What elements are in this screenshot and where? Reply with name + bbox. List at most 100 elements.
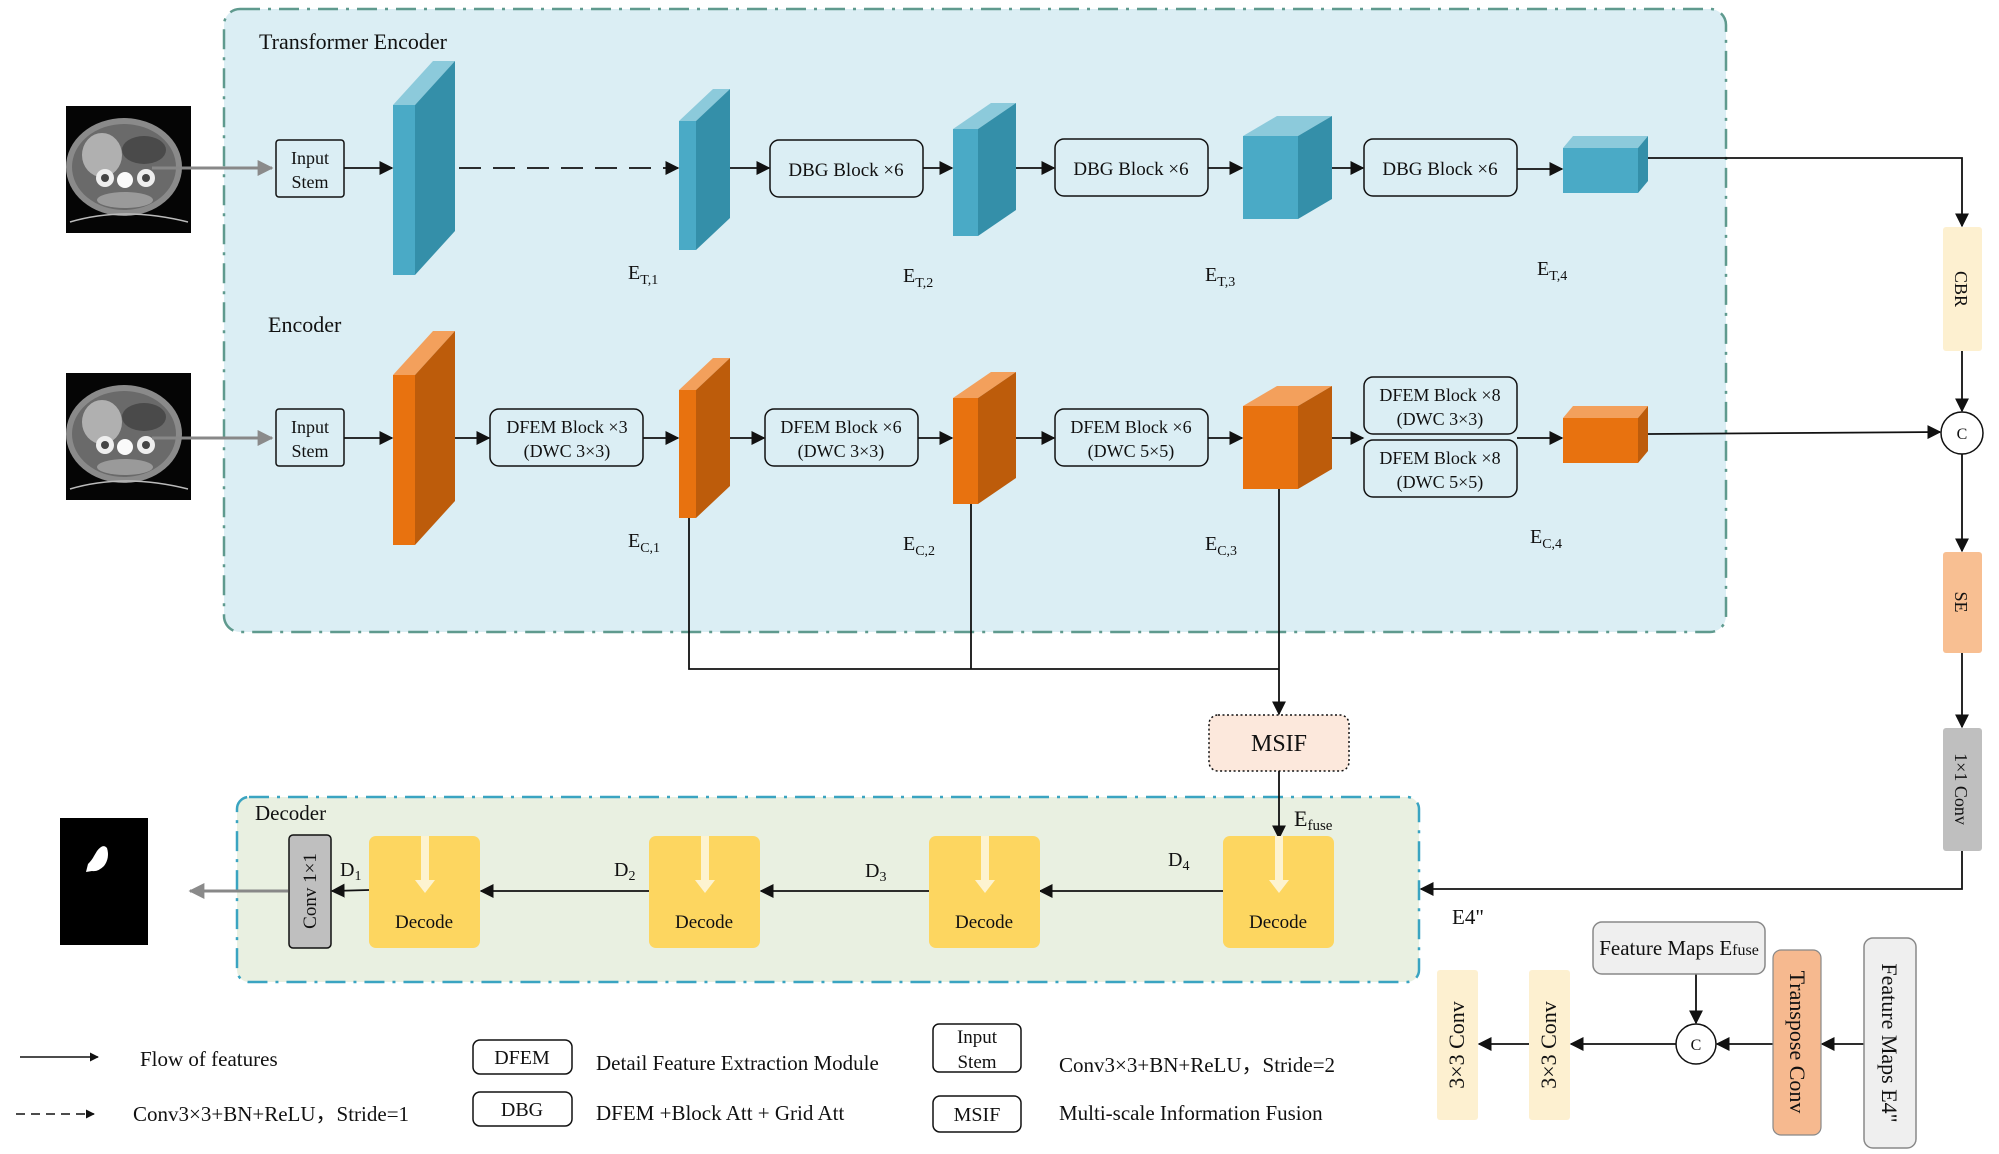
svg-text:MSIF: MSIF xyxy=(954,1104,1001,1126)
concat-node-bottom: C xyxy=(1675,1023,1717,1065)
svg-text:EC,3: EC,3 xyxy=(1205,533,1237,559)
legend-dashed-text: Conv3×3+BN+ReLU，Stride=1 xyxy=(133,1102,409,1126)
label-ec2: EC,2 xyxy=(903,533,935,559)
svg-text:(DWC 5×5): (DWC 5×5) xyxy=(1397,472,1484,493)
conv3x3-block-a: 3×3 Conv xyxy=(1437,970,1478,1120)
svg-text:C: C xyxy=(1957,426,1968,443)
svg-text:Feature Maps E4": Feature Maps E4" xyxy=(1877,963,1902,1122)
label-et3: ET,3 xyxy=(1205,264,1235,290)
dfem-block-2: DFEM Block ×6 (DWC 3×3) xyxy=(764,408,919,467)
legend-solid-text: Flow of features xyxy=(140,1047,278,1071)
feature-maps-e4-box: Feature Maps E4" xyxy=(1863,937,1917,1149)
feature-map-et1 xyxy=(679,89,730,250)
svg-text:Detail Feature Extraction Modu: Detail Feature Extraction Module xyxy=(596,1051,879,1075)
svg-text:(DWC 3×3): (DWC 3×3) xyxy=(1397,409,1484,430)
svg-text:DBG: DBG xyxy=(501,1099,543,1121)
cbr-block: CBR xyxy=(1943,227,1982,351)
label-et2: ET,2 xyxy=(903,265,933,291)
svg-text:DBG Block ×6: DBG Block ×6 xyxy=(1073,159,1188,180)
svg-text:DBG Block ×6: DBG Block ×6 xyxy=(1382,159,1497,180)
svg-text:D4: D4 xyxy=(1168,849,1189,874)
svg-text:(DWC 3×3): (DWC 3×3) xyxy=(524,441,611,462)
dfem-block-1: DFEM Block ×3 (DWC 3×3) xyxy=(489,408,644,467)
concat-node-top: C xyxy=(1940,411,1984,455)
arrow-conv-decoder xyxy=(1419,851,1963,896)
dfem-block-3: DFEM Block ×6 (DWC 5×5) xyxy=(1054,408,1209,467)
skip-ec1 xyxy=(688,518,1279,670)
label-et1: ET,1 xyxy=(628,262,658,288)
conv3x3-block-b: 3×3 Conv xyxy=(1529,970,1570,1120)
transpose-conv-block: Transpose Conv xyxy=(1772,949,1822,1136)
feature-map-ec1 xyxy=(679,358,730,518)
svg-text:ET,3: ET,3 xyxy=(1205,264,1235,290)
svg-text:Multi-scale Information Fusion: Multi-scale Information Fusion xyxy=(1059,1101,1323,1125)
decode-block-1: Decode xyxy=(369,836,480,948)
svg-text:EC,4: EC,4 xyxy=(1530,526,1562,552)
svg-text:Stem: Stem xyxy=(291,441,328,461)
svg-text:3×3 Conv: 3×3 Conv xyxy=(1536,1001,1561,1089)
input-stem-bottom: Input Stem xyxy=(275,408,345,467)
arrow-et4-cbr xyxy=(1648,157,1969,228)
svg-text:EC,1: EC,1 xyxy=(628,530,660,556)
feature-map-c0 xyxy=(393,331,455,545)
svg-text:DBG Block ×6: DBG Block ×6 xyxy=(788,160,903,181)
dfem-block-4b: DFEM Block ×8 (DWC 5×5) xyxy=(1363,439,1518,498)
feature-map-et3 xyxy=(1243,116,1332,219)
decoder-title: Decoder xyxy=(255,801,326,825)
svg-text:DFEM Block ×8: DFEM Block ×8 xyxy=(1379,385,1500,405)
decode-label: Decode xyxy=(675,912,733,933)
svg-text:Conv3×3+BN+ReLU，Stride=2: Conv3×3+BN+ReLU，Stride=2 xyxy=(1059,1053,1335,1077)
svg-text:Transpose Conv: Transpose Conv xyxy=(1785,971,1810,1114)
arrow-ec4-concat xyxy=(1647,425,1942,440)
msif-block: MSIF xyxy=(1208,714,1350,772)
label-et4: ET,4 xyxy=(1537,258,1567,284)
svg-text:Feature Maps Efuse: Feature Maps Efuse xyxy=(1599,936,1759,960)
label-d4: D4 xyxy=(1168,849,1189,874)
conv1x1-block: 1×1 Conv xyxy=(1943,728,1982,851)
svg-text:(DWC 3×3): (DWC 3×3) xyxy=(798,441,885,462)
svg-text:1×1 Conv: 1×1 Conv xyxy=(1951,753,1971,825)
se-block: SE xyxy=(1943,552,1982,653)
svg-text:DFEM Block ×8: DFEM Block ×8 xyxy=(1379,448,1500,468)
label-d3: D3 xyxy=(865,860,886,885)
svg-text:Stem: Stem xyxy=(957,1052,996,1073)
ct-input-image-bottom xyxy=(66,373,191,500)
svg-text:Input: Input xyxy=(957,1027,998,1048)
label-d2: D2 xyxy=(614,859,635,884)
transformer-encoder-title: Transformer Encoder xyxy=(259,29,448,54)
dbg-block-2: DBG Block ×6 xyxy=(1054,138,1209,197)
decode-label: Decode xyxy=(395,912,453,933)
legend: Flow of features Conv3×3+BN+ReLU，Stride=… xyxy=(16,1023,1335,1133)
dfem-block-4a: DFEM Block ×8 (DWC 3×3) xyxy=(1363,376,1518,435)
svg-text:Conv 1×1: Conv 1×1 xyxy=(300,853,321,929)
dbg-block-1: DBG Block ×6 xyxy=(769,139,924,198)
svg-text:3×3 Conv: 3×3 Conv xyxy=(1444,1001,1469,1089)
decode-label: Decode xyxy=(955,912,1013,933)
feature-map-ec2 xyxy=(953,372,1016,504)
svg-text:ET,4: ET,4 xyxy=(1537,258,1567,284)
svg-text:MSIF: MSIF xyxy=(1251,731,1307,757)
label-d1: D1 xyxy=(340,859,361,884)
decode-label: Decode xyxy=(1249,912,1307,933)
svg-text:Input: Input xyxy=(291,148,329,168)
label-ec3: EC,3 xyxy=(1205,533,1237,559)
label-ec1: EC,1 xyxy=(628,530,660,556)
feature-maps-efuse-box: Feature Maps Efuse xyxy=(1592,921,1766,975)
svg-text:ET,1: ET,1 xyxy=(628,262,658,288)
arrow-d1-conv xyxy=(330,883,370,898)
decoder-conv1x1: Conv 1×1 xyxy=(288,834,332,949)
svg-text:Efuse: Efuse xyxy=(1294,806,1333,834)
svg-text:D2: D2 xyxy=(614,859,635,884)
svg-text:DFEM +Block Att + Grid Att: DFEM +Block Att + Grid Att xyxy=(596,1101,844,1125)
svg-text:EC,2: EC,2 xyxy=(903,533,935,559)
segmentation-output-mask xyxy=(60,818,148,945)
svg-text:D1: D1 xyxy=(340,859,361,884)
feature-map-t0 xyxy=(393,61,455,275)
svg-text:DFEM Block ×6: DFEM Block ×6 xyxy=(780,417,901,437)
svg-text:C: C xyxy=(1691,1037,1702,1054)
decode-block-2: Decode xyxy=(649,836,760,948)
svg-text:Stem: Stem xyxy=(291,172,328,192)
svg-text:D3: D3 xyxy=(865,860,886,885)
input-stem-top: Input Stem xyxy=(275,139,345,198)
svg-text:DFEM Block ×6: DFEM Block ×6 xyxy=(1070,417,1191,437)
